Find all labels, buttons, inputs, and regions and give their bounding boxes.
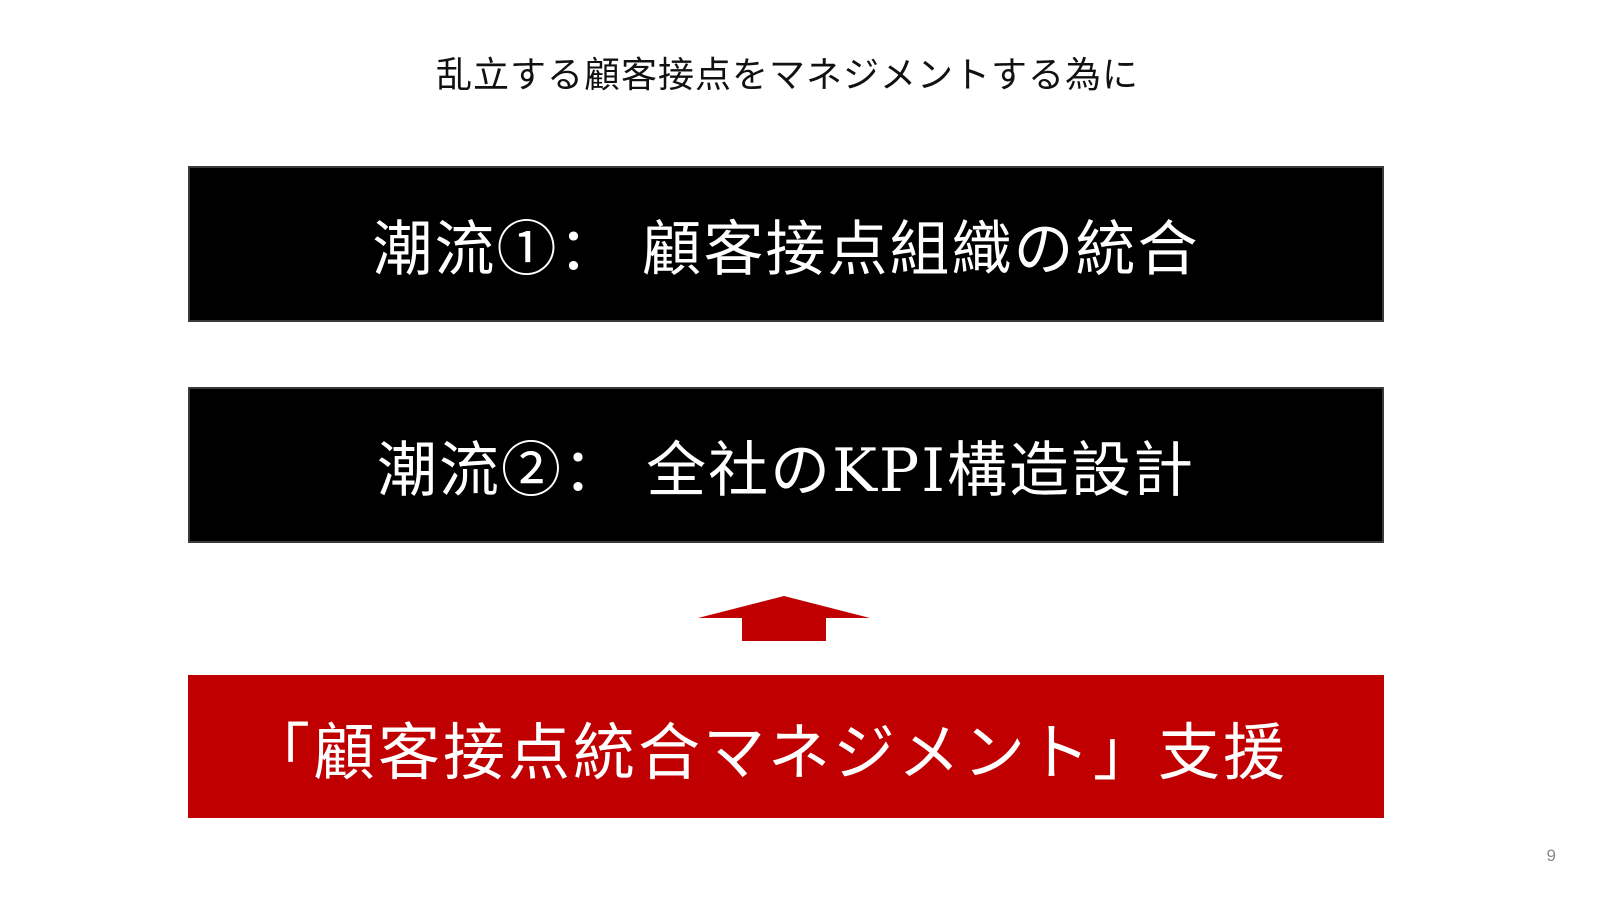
slide-title: 乱立する顧客接点をマネジメントする為に xyxy=(435,55,1139,96)
trend-box-2: 潮流②： 全社のKPI構造設計 xyxy=(188,387,1384,543)
trend-1-label: 潮流①： 顧客接点組織の統合 xyxy=(372,214,1200,285)
solution-label: 「顧客接点統合マネジメント」支援 xyxy=(248,715,1289,789)
up-arrow-icon xyxy=(698,596,870,641)
trend-2-label: 潮流②： 全社のKPI構造設計 xyxy=(377,435,1195,506)
solution-box: 「顧客接点統合マネジメント」支援 xyxy=(188,675,1384,818)
trend-box-1: 潮流①： 顧客接点組織の統合 xyxy=(188,166,1384,322)
page-number: 9 xyxy=(1546,846,1556,865)
